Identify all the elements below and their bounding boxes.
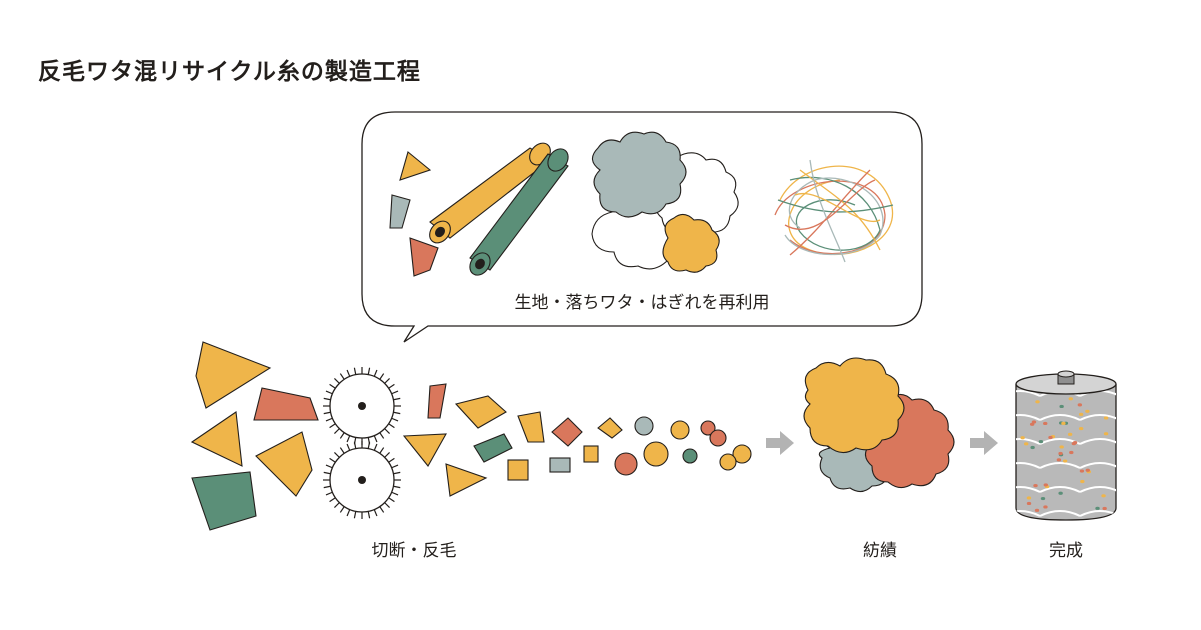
step-label-cutting: 切断・反毛 [372, 541, 457, 561]
input-fabric-pieces [190, 341, 319, 531]
cutter-roller-top-icon [323, 367, 401, 445]
yarn-spool-icon [1015, 370, 1117, 521]
step-label-finished: 完成 [1049, 541, 1083, 561]
step-label-spinning: 紡績 [863, 541, 897, 561]
process-arrow-1 [766, 431, 794, 455]
process-arrow-2 [970, 431, 998, 455]
fabric-scraps-icon [389, 151, 439, 277]
page-title: 反毛ワタ混リサイクル糸の製造工程 [38, 59, 421, 85]
tangled-fiber-icon [774, 159, 894, 263]
blended-fiber-clouds [803, 357, 955, 493]
fabric-roll-yellow-icon [429, 142, 551, 244]
fabric-roll-green-icon [469, 148, 569, 276]
shredded-pieces [402, 383, 752, 497]
cotton-waste-icon [591, 131, 739, 273]
bubble-caption: 生地・落ちワタ・はぎれを再利用 [515, 293, 770, 313]
cutter-roller-bottom-icon [323, 441, 401, 519]
